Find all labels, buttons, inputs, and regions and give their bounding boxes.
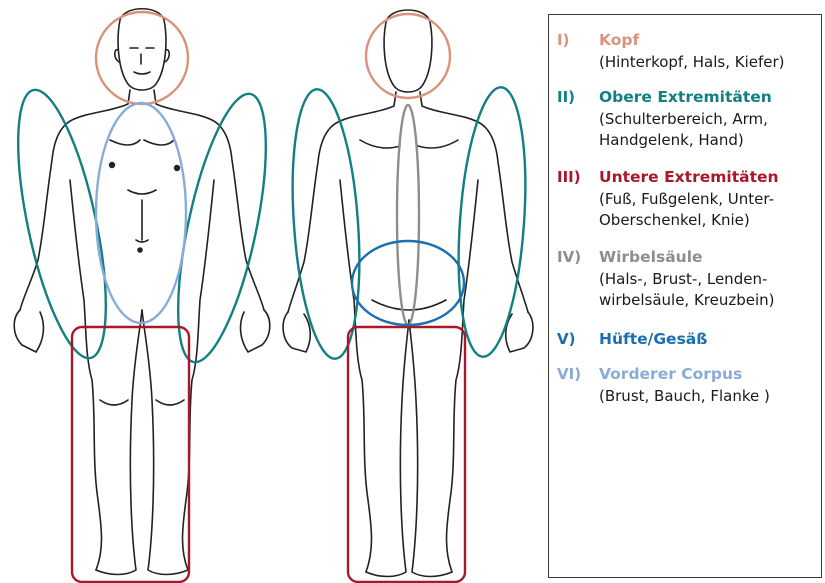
region-obere-extremitaeten-back-left — [285, 87, 368, 361]
region-untere-extremitaeten-back — [348, 327, 465, 582]
legend-num: IV) — [557, 248, 581, 266]
legend-title: Kopf — [599, 31, 639, 49]
region-obere-extremitaeten-front-left — [0, 83, 123, 365]
legend-num: V) — [557, 330, 575, 348]
body-diagram — [0, 0, 545, 583]
region-huefte-gesaess — [352, 241, 464, 325]
legend-desc-line: (Fuß, Fußgelenk, Unter- — [599, 189, 774, 210]
legend-num: I) — [557, 31, 569, 49]
legend-desc-line: wirbelsäule, Kreuzbein) — [599, 290, 775, 311]
legend-desc-line: (Hinterkopf, Hals, Kiefer) — [599, 52, 785, 73]
legend-title: Untere Extremitäten — [599, 168, 779, 186]
legend-title: Obere Extremitäten — [599, 88, 772, 106]
back-figure — [283, 10, 533, 577]
legend-desc-line: (Hals-, Brust-, Lenden- — [599, 269, 767, 290]
legend-desc-line: Handgelenk, Hand) — [599, 130, 744, 151]
region-obere-extremitaeten-back-right — [451, 85, 534, 359]
region-wirbelsaeule — [397, 105, 419, 325]
legend-num: II) — [557, 88, 575, 106]
legend-title: Hüfte/Gesäß — [599, 330, 707, 348]
legend-box: I) Kopf (Hinterkopf, Hals, Kiefer) II) O… — [548, 14, 822, 578]
region-vorderer-corpus — [96, 103, 186, 323]
front-figure — [14, 9, 270, 575]
legend-num: VI) — [557, 365, 581, 383]
legend-desc-line: (Brust, Bauch, Flanke ) — [599, 386, 770, 407]
legend-title: Wirbelsäule — [599, 248, 703, 266]
legend-desc-line: (Schulterbereich, Arm, — [599, 109, 768, 130]
region-kopf-back — [366, 14, 450, 98]
legend-num: III) — [557, 168, 581, 186]
legend-title: Vorderer Corpus — [599, 365, 742, 383]
legend-desc-line: Oberschenkel, Knie) — [599, 210, 750, 231]
